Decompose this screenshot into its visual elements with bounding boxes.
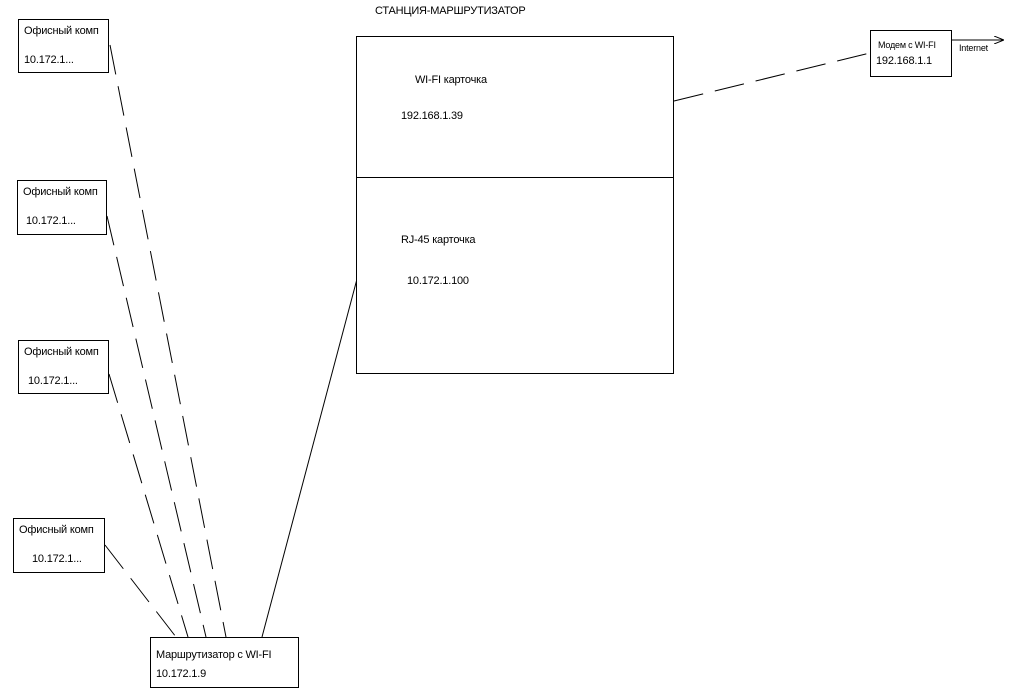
office-pc-ip: 10.172.1...	[32, 553, 82, 565]
office-pc-label: Офисный комп	[23, 186, 98, 198]
office-pc-box: Офисный комп 10.172.1...	[18, 19, 109, 73]
router-ip: 10.172.1.9	[156, 668, 206, 680]
rj45-card-ip: 10.172.1.100	[407, 275, 469, 287]
office-pc-box: Офисный комп 10.172.1...	[13, 518, 105, 573]
office-pc-ip: 10.172.1...	[26, 215, 76, 227]
rj45-card-label: RJ-45 карточка	[401, 234, 476, 246]
modem-box: Модем с WI-FI 192.168.1.1	[870, 30, 952, 77]
pc4-router-wireless-link	[104, 544, 177, 638]
pc1-router-wireless-link	[109, 44, 227, 638]
internet-label: Internet	[959, 43, 988, 53]
office-pc-ip: 10.172.1...	[24, 54, 74, 66]
station-router-box: WI-FI карточка 192.168.1.39 RJ-45 карточ…	[356, 36, 674, 374]
wifi-card-ip: 192.168.1.39	[401, 110, 463, 122]
modem-ip: 192.168.1.1	[876, 55, 932, 67]
modem-label: Модем с WI-FI	[878, 40, 936, 50]
office-pc-label: Офисный комп	[19, 524, 94, 536]
office-pc-label: Офисный комп	[24, 25, 99, 37]
router-station-wired-link	[261, 278, 358, 638]
office-pc-box: Офисный комп 10.172.1...	[17, 180, 107, 235]
pc3-router-wireless-link	[108, 373, 189, 638]
office-pc-label: Офисный комп	[24, 346, 99, 358]
station-divider	[357, 177, 673, 178]
wifi-router-box: Маршрутизатор с WI-FI 10.172.1.9	[150, 637, 299, 688]
pc2-router-wireless-link	[106, 215, 207, 638]
station-title: СТАНЦИЯ-МАРШРУТИЗАТОР	[375, 5, 526, 17]
wifi-card-label: WI-FI карточка	[415, 74, 487, 86]
router-label: Маршрутизатор с WI-FI	[156, 649, 272, 661]
office-pc-box: Офисный комп 10.172.1...	[18, 340, 109, 394]
office-pc-ip: 10.172.1...	[28, 375, 78, 387]
station-modem-wireless-link	[673, 52, 871, 102]
